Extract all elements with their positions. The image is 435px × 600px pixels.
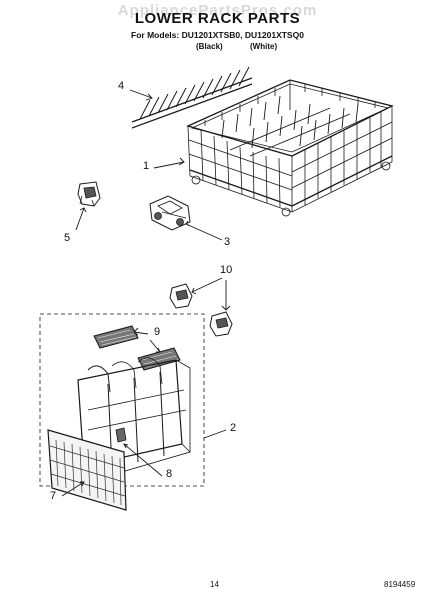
- watermark: AppliancePartsPros.com: [117, 2, 318, 19]
- page-number: 14: [210, 580, 219, 589]
- callout-10: 10: [220, 264, 233, 276]
- callout-9: 9: [154, 326, 161, 338]
- part-5-clip: [77, 181, 101, 207]
- callout-3: 3: [224, 236, 231, 248]
- callout-2: 2: [230, 422, 237, 434]
- part-9-inserts: [93, 325, 181, 371]
- callout-5: 5: [64, 232, 71, 244]
- leader-lines: [61, 89, 231, 497]
- part-10-rack-clips: [169, 283, 233, 337]
- document-number: 8194459: [384, 580, 416, 589]
- callout-8: 7: [50, 490, 57, 502]
- part-2-silverware-basket: [77, 357, 191, 477]
- variant-white: (White): [250, 42, 278, 51]
- part-8-basket-lid: [47, 429, 127, 511]
- variant-black: (Black): [196, 42, 223, 51]
- callout-1: 1: [143, 160, 150, 172]
- models-line: For Models: DU1201XTSB0, DU1201XTSQ0: [131, 30, 304, 40]
- part-1-lower-rack: [186, 79, 394, 217]
- callout-7: 8: [166, 468, 173, 480]
- callout-4: 4: [118, 80, 125, 92]
- page-title: LOWER RACK PARTS: [134, 10, 301, 27]
- part-3-roller-assembly: [149, 195, 191, 231]
- part-4-tine-row: [131, 66, 253, 129]
